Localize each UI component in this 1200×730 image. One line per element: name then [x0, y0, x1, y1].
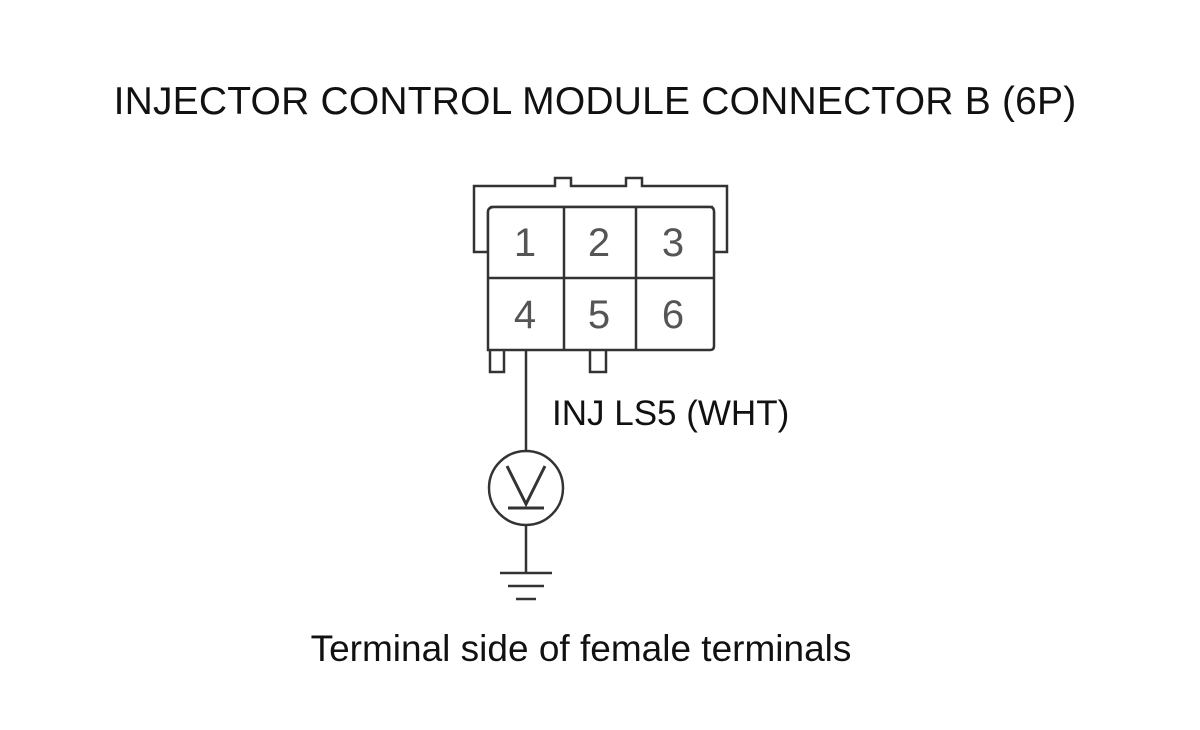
pin-6-label: 6 [662, 293, 684, 337]
pin-1-label: 1 [514, 221, 536, 265]
pin-2-label: 2 [588, 221, 610, 265]
latch-left [488, 350, 506, 374]
latch-center [588, 350, 608, 374]
pin-3-label: 3 [662, 221, 684, 265]
connector-housing [472, 176, 729, 374]
pin-4-label: 4 [514, 293, 536, 337]
ground-icon [500, 571, 552, 601]
pin-labels: 1 2 3 4 5 6 [514, 221, 684, 337]
voltmeter-icon [487, 449, 565, 527]
pin-5-label: 5 [588, 293, 610, 337]
wire-label: INJ LS5 (WHT) [552, 394, 790, 433]
diagram-title: INJECTOR CONTROL MODULE CONNECTOR B (6P) [113, 80, 1077, 123]
diagram-caption: Terminal side of female terminals [310, 628, 852, 669]
